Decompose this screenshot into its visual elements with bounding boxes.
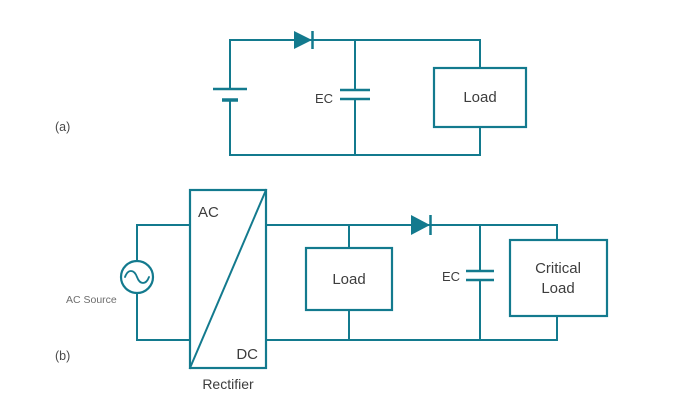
rectifier-dc-label: DC xyxy=(236,346,258,363)
load-label: Load xyxy=(463,89,496,106)
rectifier-box: AC DC xyxy=(188,188,268,370)
capacitor-label-b: EC xyxy=(442,269,460,284)
diode-icon xyxy=(294,31,314,49)
load-label-b: Load xyxy=(332,271,365,288)
sine-wave-icon xyxy=(124,270,150,284)
critical-load-label-line2: Load xyxy=(541,280,574,297)
circuit-a: (a) EC Load xyxy=(55,31,528,156)
rectifier-diagonal xyxy=(188,188,268,370)
battery-icon xyxy=(213,87,247,102)
capacitor-icon-b xyxy=(466,269,494,282)
circuit-b: (b) AC Source AC DC Rectifier Load xyxy=(55,188,609,392)
load-box xyxy=(432,66,528,129)
diode-triangle xyxy=(294,31,312,49)
critical-load-label-line1: Critical xyxy=(535,260,581,277)
rectifier-caption: Rectifier xyxy=(202,376,254,392)
capacitor-icon xyxy=(340,88,370,101)
diode-triangle-b xyxy=(411,215,430,235)
diode-icon-b xyxy=(411,215,432,235)
capacitor-label: EC xyxy=(315,91,333,106)
ac-source-label: AC Source xyxy=(66,294,117,306)
figure-b-label: (b) xyxy=(55,349,70,363)
rectifier-ac-label: AC xyxy=(198,204,219,221)
figure-a-label: (a) xyxy=(55,120,70,134)
ac-source-icon xyxy=(119,259,155,295)
circuit-a-wires xyxy=(229,39,481,156)
critical-load-box xyxy=(508,238,609,318)
load-box-b xyxy=(304,246,394,312)
